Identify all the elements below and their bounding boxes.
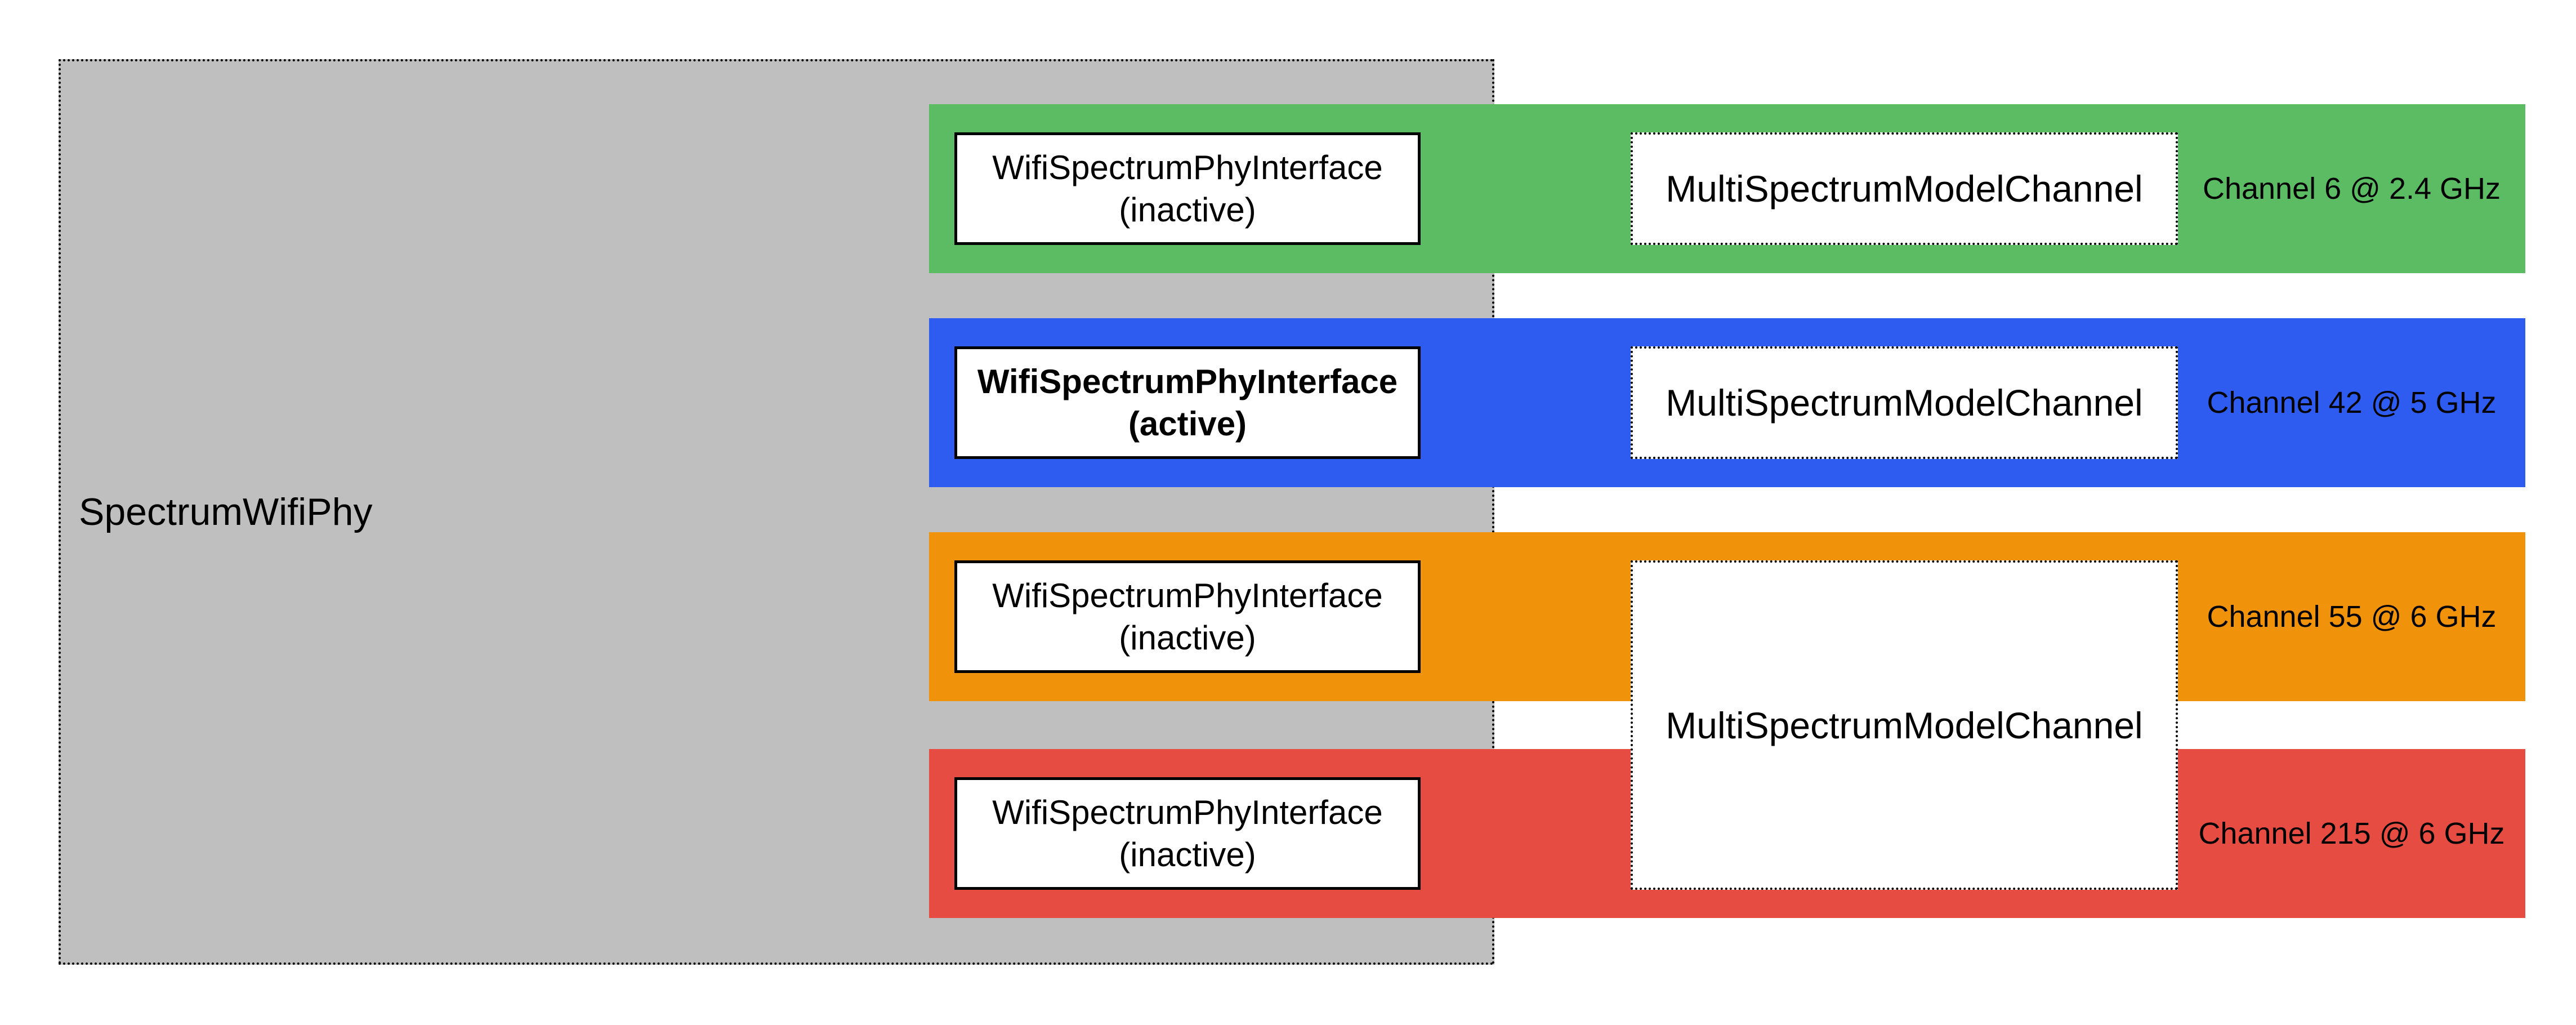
multi-spectrum-model-channel-box: MultiSpectrumModelChannel [1631, 132, 2178, 245]
multi-spectrum-model-channel-box-shared: MultiSpectrumModelChannel [1631, 560, 2178, 890]
wifi-spectrum-phy-interface-box: WifiSpectrumPhyInterface (active) [954, 346, 1421, 459]
spectrum-channel-label: MultiSpectrumModelChannel [1666, 168, 2143, 210]
wifi-spectrum-phy-interface-box: WifiSpectrumPhyInterface (inactive) [954, 132, 1421, 245]
interface-name: WifiSpectrumPhyInterface [992, 794, 1383, 831]
spectrum-channel-label: MultiSpectrumModelChannel [1666, 382, 2143, 424]
interface-state: (active) [1128, 405, 1247, 443]
wifi-spectrum-phy-interface-box: WifiSpectrumPhyInterface (inactive) [954, 777, 1421, 890]
wifi-spectrum-phy-interface-box: WifiSpectrumPhyInterface (inactive) [954, 560, 1421, 673]
band-channel-2g4: WifiSpectrumPhyInterface (inactive) Mult… [929, 104, 2525, 273]
spectrum-wifi-phy-label-wrap: SpectrumWifiPhy [79, 59, 372, 965]
channel-label: Channel 6 @ 2.4 GHz [2202, 172, 2501, 206]
interface-name: WifiSpectrumPhyInterface [977, 363, 1398, 400]
band-channel-5g: WifiSpectrumPhyInterface (active) MultiS… [929, 318, 2525, 487]
interface-state: (inactive) [1119, 836, 1256, 874]
interface-name: WifiSpectrumPhyInterface [992, 149, 1383, 186]
interface-name: WifiSpectrumPhyInterface [992, 577, 1383, 614]
interface-state: (inactive) [1119, 191, 1256, 229]
interface-state: (inactive) [1119, 619, 1256, 657]
spectrum-wifi-phy-label: SpectrumWifiPhy [79, 491, 373, 533]
multi-spectrum-model-channel-box: MultiSpectrumModelChannel [1631, 346, 2178, 459]
channel-label: Channel 55 @ 6 GHz [2207, 600, 2497, 634]
channel-label: Channel 215 @ 6 GHz [2198, 817, 2505, 850]
channel-label: Channel 42 @ 5 GHz [2207, 386, 2497, 420]
spectrum-channel-label: MultiSpectrumModelChannel [1666, 704, 2143, 746]
